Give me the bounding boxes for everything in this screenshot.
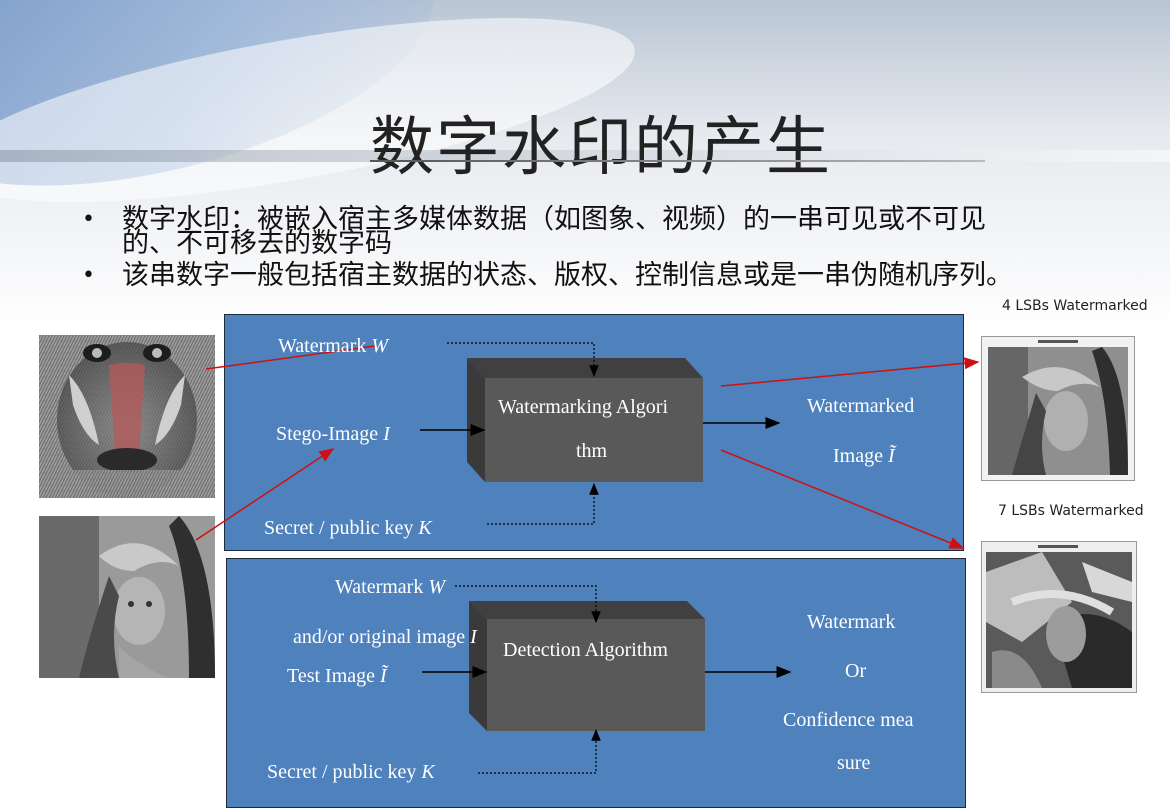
bullet-text: 数字水印：被嵌入宿主多媒体数据（如图象、视频）的一串可见或不可见	[122, 204, 986, 235]
detect-output-line3: Confidence mea	[783, 709, 914, 731]
detect-test-label: Test Image Ĩ	[287, 665, 387, 687]
detect-output-line4: sure	[837, 752, 871, 774]
detect-output-line1: Watermark	[807, 611, 896, 633]
embed-output-line1: Watermarked	[807, 395, 915, 417]
embed-watermark-label: Watermark W	[278, 335, 389, 357]
bullet-dot-icon: •	[82, 263, 95, 288]
embed-algo-line1: Watermarking Algori	[498, 396, 669, 418]
bullet-text: 该串数字一般包括宿主数据的状态、版权、控制信息或是一串伪随机序列。	[122, 260, 1013, 291]
detection-watermark-dotted-arrow	[455, 585, 601, 624]
watermarking-algorithm-box	[467, 358, 703, 482]
title-underline	[370, 160, 985, 162]
detection-key-dotted-arrow	[478, 728, 601, 774]
bullet-text: 的、不可移去的数字码	[122, 228, 392, 259]
algo-to-7lsb-arrow	[720, 449, 965, 549]
detect-output-line2: Or	[845, 660, 867, 682]
detect-key-label: Secret / public key K	[267, 761, 435, 783]
key-dotted-arrow	[487, 482, 599, 525]
detect-watermark-label: Watermark W	[335, 576, 446, 598]
lena-image	[39, 516, 215, 678]
embed-algo-line2: thm	[576, 440, 608, 462]
bullet-dot-icon: •	[82, 207, 95, 232]
embed-stego-label: Stego-Image I	[276, 423, 390, 445]
watermarked-4lsb-image	[981, 336, 1135, 481]
detection-algorithm-box	[469, 601, 705, 731]
background-band	[0, 150, 1170, 162]
lena-to-stego-arrow	[195, 448, 335, 541]
detect-algo-label: Detection Algorithm	[503, 639, 668, 661]
watermark-dotted-arrow	[447, 342, 599, 378]
baboon-image	[39, 335, 215, 498]
baboon-to-watermark-arrow	[205, 345, 376, 370]
watermarked-7lsb-image	[981, 541, 1137, 693]
algo-to-4lsb-arrow	[720, 357, 980, 387]
slide-title: 数字水印的产生	[370, 111, 832, 185]
embed-key-label: Secret / public key K	[264, 517, 432, 539]
detect-original-label: and/or original image I	[293, 626, 477, 648]
embed-output-line2: Image Ĩ	[833, 445, 895, 467]
caption-7lsb: 7 LSBs Watermarked	[998, 503, 1144, 519]
caption-4lsb: 4 LSBs Watermarked	[1002, 298, 1148, 314]
